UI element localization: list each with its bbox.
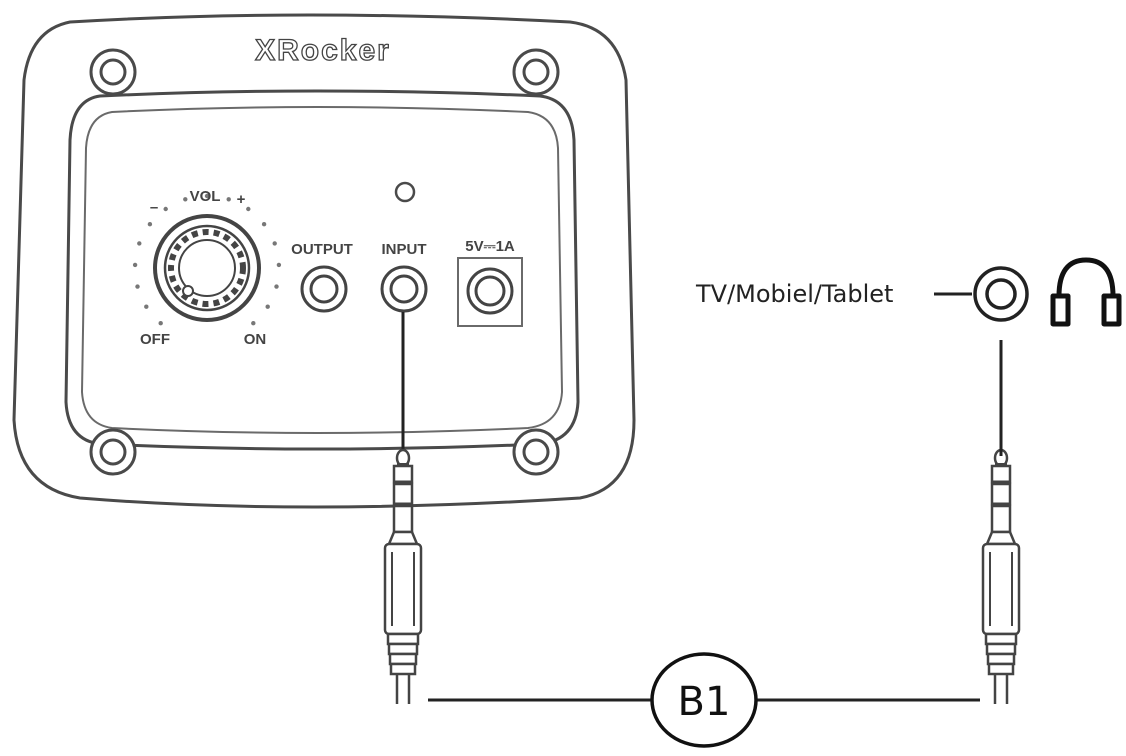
volume-minus-label: – xyxy=(150,199,158,216)
input-label: INPUT xyxy=(382,241,427,258)
headphones-icon xyxy=(1050,257,1122,327)
volume-label: VOL xyxy=(190,188,221,205)
volume-scale-dot xyxy=(251,321,256,326)
volume-plus-label: + xyxy=(237,191,246,208)
on-label: ON xyxy=(244,331,267,348)
volume-knob[interactable] xyxy=(153,214,261,322)
volume-scale-dot xyxy=(147,222,153,227)
volume-scale-dot xyxy=(137,241,142,246)
audio-jack-icon xyxy=(973,266,1029,322)
volume-scale-dot xyxy=(204,193,210,199)
power-label: 5V⎓1A xyxy=(465,238,515,255)
volume-scale-dot xyxy=(265,304,270,309)
volume-scale-dot xyxy=(276,262,282,268)
callout-circle xyxy=(650,652,758,748)
volume-scale-dot xyxy=(246,206,251,212)
volume-scale-dot xyxy=(132,262,138,268)
brand-logo: XRocker xyxy=(255,34,391,67)
volume-scale-dot xyxy=(158,321,163,326)
screw-top-left xyxy=(89,48,137,96)
power-port[interactable] xyxy=(457,257,523,327)
source-label: TV/Mobiel/Tablet xyxy=(695,280,893,308)
volume-scale-dot xyxy=(226,197,231,202)
volume-scale-dot xyxy=(274,284,279,289)
volume-scale-dot xyxy=(183,197,188,202)
input-jack[interactable] xyxy=(380,265,428,313)
volume-scale-dot xyxy=(261,222,267,227)
screw-bottom-left xyxy=(89,428,137,476)
volume-scale-ticks xyxy=(132,193,282,326)
callout-label: B1 xyxy=(678,679,731,725)
right-audio-plug xyxy=(981,448,1021,706)
volume-knob-marker xyxy=(182,285,194,297)
screw-top-right xyxy=(512,48,560,96)
volume-scale-dot xyxy=(135,284,140,289)
off-label: OFF xyxy=(140,331,170,348)
volume-scale-dot xyxy=(163,206,168,212)
screw-bottom-right xyxy=(512,428,560,476)
volume-scale-dot xyxy=(272,241,277,246)
output-jack[interactable] xyxy=(300,265,348,313)
volume-scale-dot xyxy=(144,304,149,309)
led-indicator xyxy=(394,181,416,203)
speaker-housing xyxy=(12,13,636,509)
output-label: OUTPUT xyxy=(291,241,353,258)
